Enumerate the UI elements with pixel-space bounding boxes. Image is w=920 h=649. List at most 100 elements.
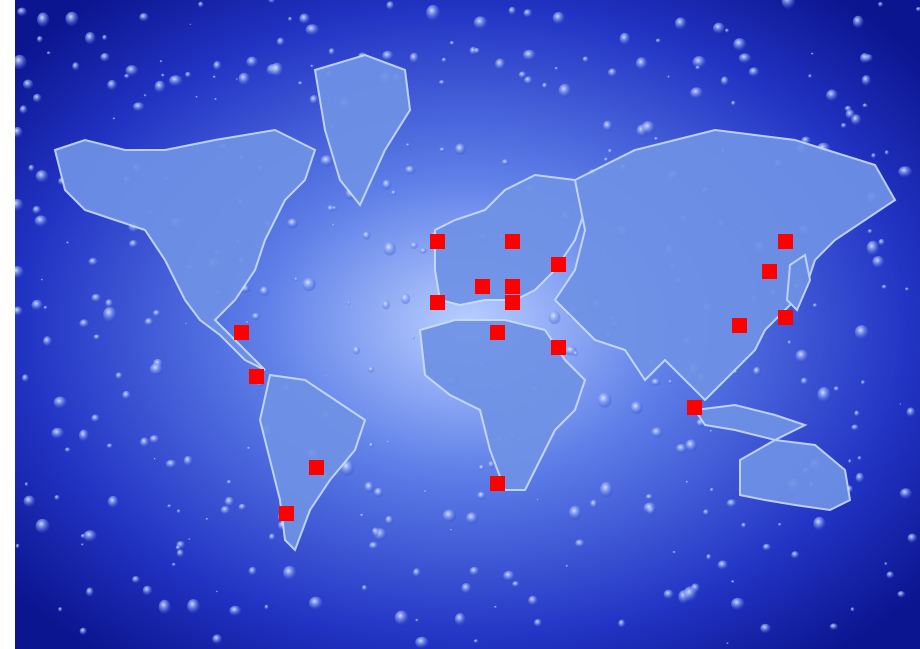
water-droplet — [224, 496, 235, 507]
water-droplet — [309, 95, 319, 105]
location-marker[interactable] — [778, 310, 793, 325]
water-droplet — [23, 79, 34, 90]
water-droplet — [276, 37, 285, 46]
water-droplet — [720, 76, 729, 86]
water-droplet — [85, 31, 96, 45]
water-droplet — [107, 79, 117, 91]
water-droplet — [149, 435, 160, 444]
water-droplet — [153, 457, 156, 461]
water-droplet — [140, 437, 150, 448]
water-droplet — [125, 65, 139, 77]
water-droplet — [899, 403, 902, 405]
water-droplet — [439, 147, 446, 152]
water-droplet — [781, 0, 796, 9]
water-droplet — [382, 300, 390, 310]
location-marker[interactable] — [505, 279, 520, 294]
landmass-indonesia — [693, 403, 808, 442]
water-droplet — [80, 533, 86, 539]
water-droplet — [817, 387, 831, 403]
location-marker[interactable] — [551, 340, 566, 355]
water-droplet — [205, 517, 209, 521]
water-droplet — [572, 350, 579, 357]
water-droplet — [214, 97, 218, 101]
water-droplet — [709, 429, 713, 433]
water-droplet — [667, 75, 670, 79]
water-droplet — [169, 75, 183, 87]
water-droplet — [542, 82, 548, 89]
location-marker[interactable] — [551, 257, 566, 272]
landmass-asia — [553, 128, 897, 402]
location-marker[interactable] — [430, 234, 445, 249]
water-droplet — [898, 166, 913, 178]
water-droplet — [105, 299, 114, 308]
water-droplet — [371, 527, 380, 537]
water-droplet — [198, 1, 204, 8]
water-droplet — [651, 378, 661, 387]
water-droplet — [731, 100, 736, 106]
location-marker[interactable] — [687, 400, 702, 415]
water-droplet — [66, 241, 70, 245]
water-droplet — [364, 481, 375, 493]
water-droplet — [884, 150, 890, 156]
water-droplet — [294, 277, 298, 282]
water-droplet — [495, 58, 506, 71]
water-droplet — [185, 322, 188, 325]
water-droplet — [748, 67, 760, 77]
water-droplet — [466, 512, 479, 525]
water-droplet — [15, 306, 23, 316]
water-droplet — [905, 287, 909, 292]
water-droplet — [212, 75, 217, 79]
water-droplet — [630, 401, 643, 415]
water-droplet — [726, 642, 729, 645]
water-droplet — [368, 442, 374, 448]
water-droplet — [762, 543, 771, 551]
water-droplet — [518, 71, 527, 79]
water-droplet — [15, 54, 27, 70]
location-marker[interactable] — [732, 318, 747, 333]
water-droplet — [512, 581, 520, 588]
water-droplet — [907, 533, 918, 543]
water-droplet — [703, 509, 710, 516]
water-droplet — [189, 23, 192, 26]
location-marker[interactable] — [762, 264, 777, 279]
location-marker[interactable] — [778, 234, 793, 249]
location-marker[interactable] — [309, 460, 324, 475]
water-droplet — [477, 491, 486, 500]
water-droplet — [58, 607, 63, 612]
location-marker[interactable] — [279, 506, 294, 521]
water-droplet — [246, 56, 258, 68]
water-droplet — [54, 495, 60, 501]
water-droplet — [165, 459, 177, 469]
water-droplet — [575, 539, 585, 548]
water-droplet — [298, 81, 303, 86]
location-marker[interactable] — [490, 476, 505, 491]
water-droplet — [374, 487, 384, 498]
water-droplet — [469, 566, 480, 576]
water-droplet — [854, 410, 860, 417]
location-marker[interactable] — [505, 295, 520, 310]
water-droplet — [220, 505, 231, 515]
water-droplet — [360, 513, 364, 517]
location-marker[interactable] — [505, 234, 520, 249]
water-droplet — [554, 66, 559, 71]
water-droplet — [833, 386, 840, 392]
location-marker[interactable] — [249, 369, 264, 384]
water-droplet — [599, 481, 614, 498]
water-droplet — [488, 460, 495, 469]
water-droplet — [35, 518, 50, 534]
water-droplet — [668, 379, 672, 384]
location-marker[interactable] — [430, 295, 445, 310]
water-droplet — [91, 414, 100, 423]
water-droplet — [53, 396, 67, 409]
water-droplet — [235, 78, 239, 81]
water-droplet — [385, 515, 394, 525]
water-droplet — [878, 2, 884, 7]
water-droplet — [878, 238, 885, 246]
water-droplet — [645, 494, 653, 500]
location-marker[interactable] — [475, 279, 490, 294]
location-marker[interactable] — [234, 325, 249, 340]
water-droplet — [854, 325, 869, 340]
water-droplet — [32, 93, 42, 103]
location-marker[interactable] — [490, 325, 505, 340]
water-droplet — [604, 157, 609, 162]
